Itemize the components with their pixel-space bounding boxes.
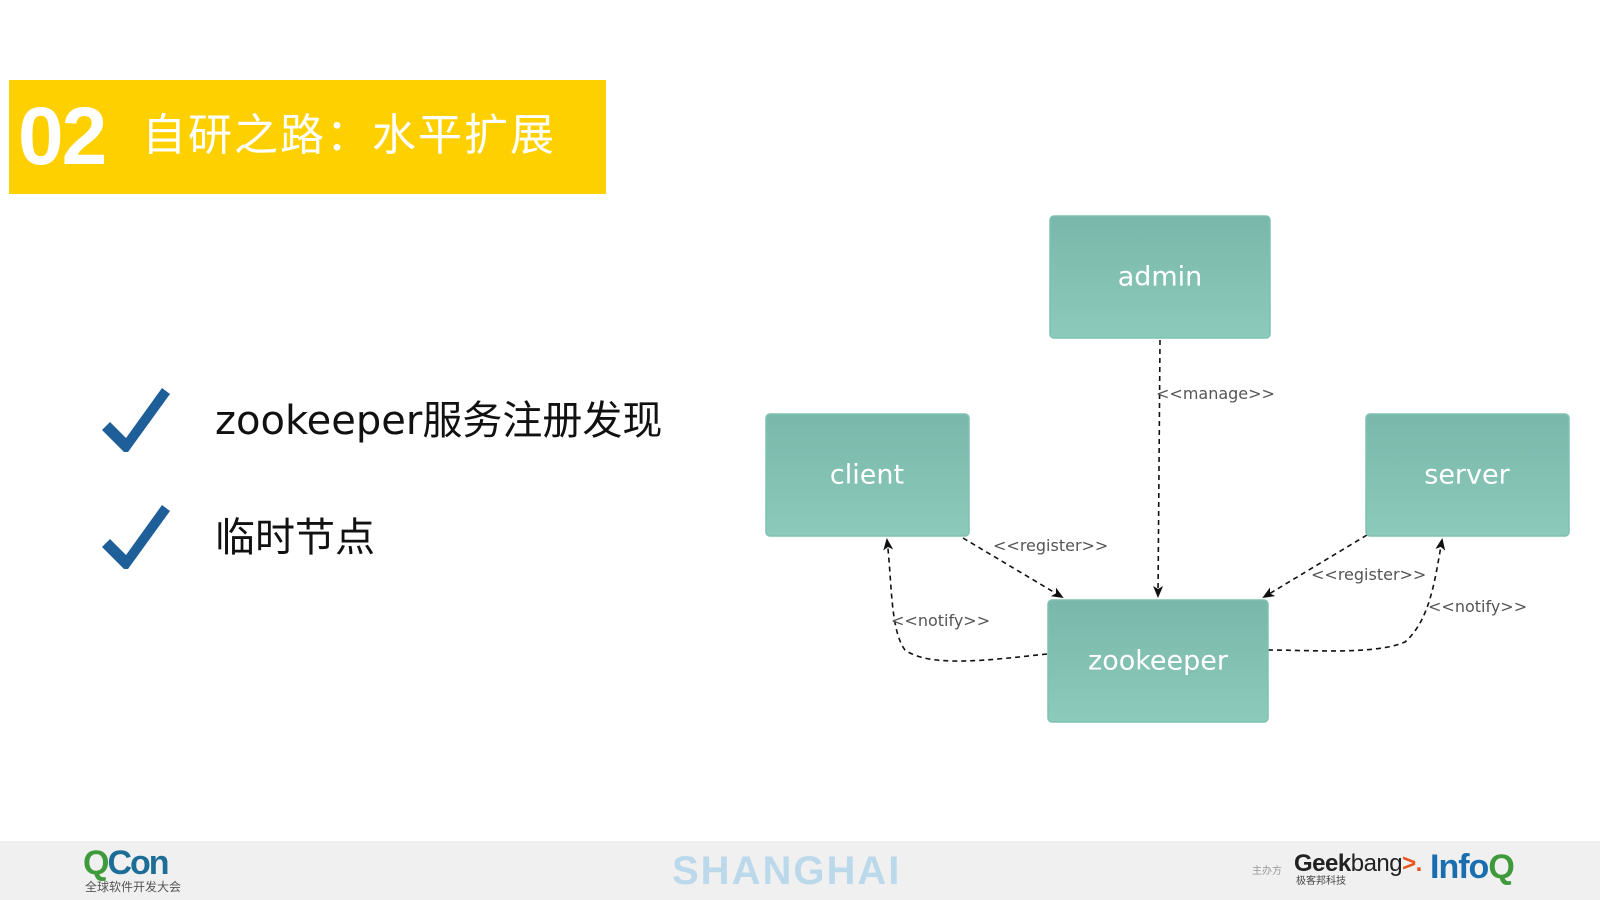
edge-server-to-zookeeper bbox=[1262, 534, 1368, 599]
section-number: 02 bbox=[18, 91, 107, 182]
bullet-item-ephemeral-node: 临时节点 bbox=[100, 505, 700, 585]
node-label-client: client bbox=[830, 460, 904, 491]
geekbang-logo: Geekbang>. 极客邦科技 bbox=[1294, 850, 1424, 894]
node-server: server bbox=[1365, 413, 1570, 537]
node-admin: admin bbox=[1049, 215, 1271, 339]
node-label-server: server bbox=[1424, 460, 1510, 491]
edge-zookeeper-to-server bbox=[1267, 538, 1446, 652]
geekbang-wordmark: Geekbang>. bbox=[1294, 850, 1422, 877]
node-client: client bbox=[765, 413, 970, 537]
section-title: 自研之路：水平扩展 bbox=[142, 110, 556, 161]
architecture-diagram: <<manage>> <<register>> <<register>> <<n… bbox=[765, 215, 1570, 723]
node-zookeeper: zookeeper bbox=[1047, 599, 1269, 723]
edge-client-to-zookeeper bbox=[962, 537, 1064, 599]
qcon-logo: QCon 全球软件开发大会 bbox=[83, 844, 193, 896]
infoq-logo: InfoQ bbox=[1430, 848, 1515, 886]
edge-label-client-notify: <<notify>> bbox=[891, 611, 990, 630]
city-name: SHANGHAI bbox=[672, 849, 902, 893]
edge-label-server-register: <<register>> bbox=[1311, 565, 1426, 584]
bullet-text: 临时节点 bbox=[215, 515, 375, 561]
node-label-zookeeper: zookeeper bbox=[1088, 646, 1229, 677]
geekbang-subtitle: 极客邦科技 bbox=[1296, 876, 1346, 887]
qcon-subtitle: 全球软件开发大会 bbox=[85, 880, 182, 894]
edge-label-client-register: <<register>> bbox=[993, 536, 1108, 555]
bullet-text: zookeeper服务注册发现 bbox=[215, 398, 663, 444]
bullet-item-service-discovery: zookeeper服务注册发现 bbox=[100, 388, 700, 468]
qcon-wordmark: QCon bbox=[83, 844, 170, 882]
edge-zookeeper-to-client bbox=[883, 538, 1048, 662]
title-band bbox=[9, 80, 606, 194]
footer-bar bbox=[0, 841, 1600, 900]
edge-label-manage: <<manage>> bbox=[1156, 384, 1275, 403]
node-label-admin: admin bbox=[1118, 262, 1203, 293]
checkmark-icon bbox=[102, 505, 170, 569]
edge-admin-to-zookeeper bbox=[1153, 339, 1164, 598]
edge-label-server-notify: <<notify>> bbox=[1428, 597, 1527, 616]
checkmark-icon bbox=[102, 388, 170, 452]
organizer-label: 主办方 bbox=[1252, 866, 1282, 877]
